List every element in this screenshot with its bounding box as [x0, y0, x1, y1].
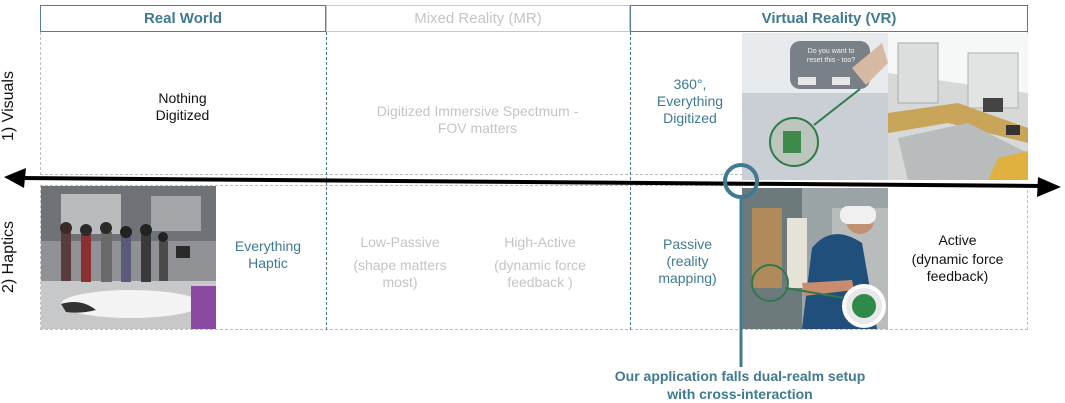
active-line-1: Active — [938, 232, 977, 248]
real-world-lab-photo — [41, 186, 216, 329]
visuals-vr-line-2: Everything — [656, 93, 724, 109]
vr-dialog-line-1: Do you want to — [807, 48, 855, 55]
haptics-real-world-line-1: Everything — [234, 238, 302, 254]
passive-line-1: Passive — [662, 236, 713, 252]
low-passive-line-2: (shape matters — [353, 257, 447, 273]
vr-dialog-photo: Do you want to reset this - too? — [742, 33, 888, 180]
haptics-high-active-label: High-Active (dynamic force feedback ) — [480, 234, 600, 291]
vr-dialog-text: Do you want to reset this - too? — [794, 47, 868, 65]
visuals-real-world-label: Nothing Digitized — [120, 90, 245, 124]
header-virtual-reality: Virtual Reality (VR) — [630, 5, 1028, 32]
separator-real-mr — [326, 32, 327, 330]
passive-line-3: mapping) — [658, 270, 717, 286]
vr-dialog-line-2: reset this - too? — [806, 57, 856, 64]
high-active-line-3: feedback ) — [507, 274, 573, 290]
active-line-3: feedback) — [926, 268, 989, 284]
haptics-real-world-label: Everything Haptic — [218, 238, 318, 272]
high-active-line-2: (dynamic force — [494, 257, 586, 273]
header-real-world: Real World — [40, 5, 326, 32]
visuals-vr-line-3: Digitized — [663, 110, 717, 126]
visuals-mr-line-2: FOV matters — [437, 120, 518, 136]
visuals-vr-label: 360°, Everything Digitized — [640, 76, 740, 127]
visuals-mr-label: Digitized Immersive Spectmum - FOV matte… — [340, 103, 615, 137]
haptics-real-world-line-2: Haptic — [248, 255, 288, 271]
low-passive-line-1: Low-Passive — [360, 234, 440, 250]
application-callout: Our application falls dual-realm setup w… — [590, 367, 890, 403]
vr-room-illustration — [888, 33, 1028, 180]
high-active-line-1: High-Active — [504, 234, 576, 250]
vr-room-photo — [888, 33, 1028, 180]
haptics-low-passive-label: Low-Passive (shape matters most) — [340, 234, 460, 291]
header-mixed-reality: Mixed Reality (MR) — [326, 5, 630, 32]
haptics-active-label: Active (dynamic force feedback) — [895, 232, 1020, 285]
haptics-passive-label: Passive (reality mapping) — [640, 236, 735, 287]
callout-line-2: with cross-interaction — [667, 386, 813, 402]
visuals-mr-line-1: Digitized Immersive Spectmum - — [376, 103, 579, 119]
visuals-vr-line-1: 360°, — [673, 76, 707, 92]
active-line-2: (dynamic force — [911, 251, 1004, 267]
row-label-visuals: 1) Visuals — [0, 71, 17, 141]
lab-illustration — [41, 186, 216, 329]
vr-user-photo — [742, 188, 888, 329]
vr-user-illustration — [742, 188, 888, 329]
low-passive-line-3: most) — [382, 274, 418, 290]
separator-mr-vr — [630, 32, 631, 330]
visuals-real-world-line-2: Digitized — [155, 107, 210, 123]
visuals-real-world-line-1: Nothing — [158, 90, 207, 106]
row-label-haptics: 2) Haptics — [0, 220, 17, 294]
vr-dialog-illustration — [742, 33, 888, 180]
passive-line-2: (reality — [666, 253, 709, 269]
callout-line-1: Our application falls dual-realm setup — [614, 368, 866, 384]
